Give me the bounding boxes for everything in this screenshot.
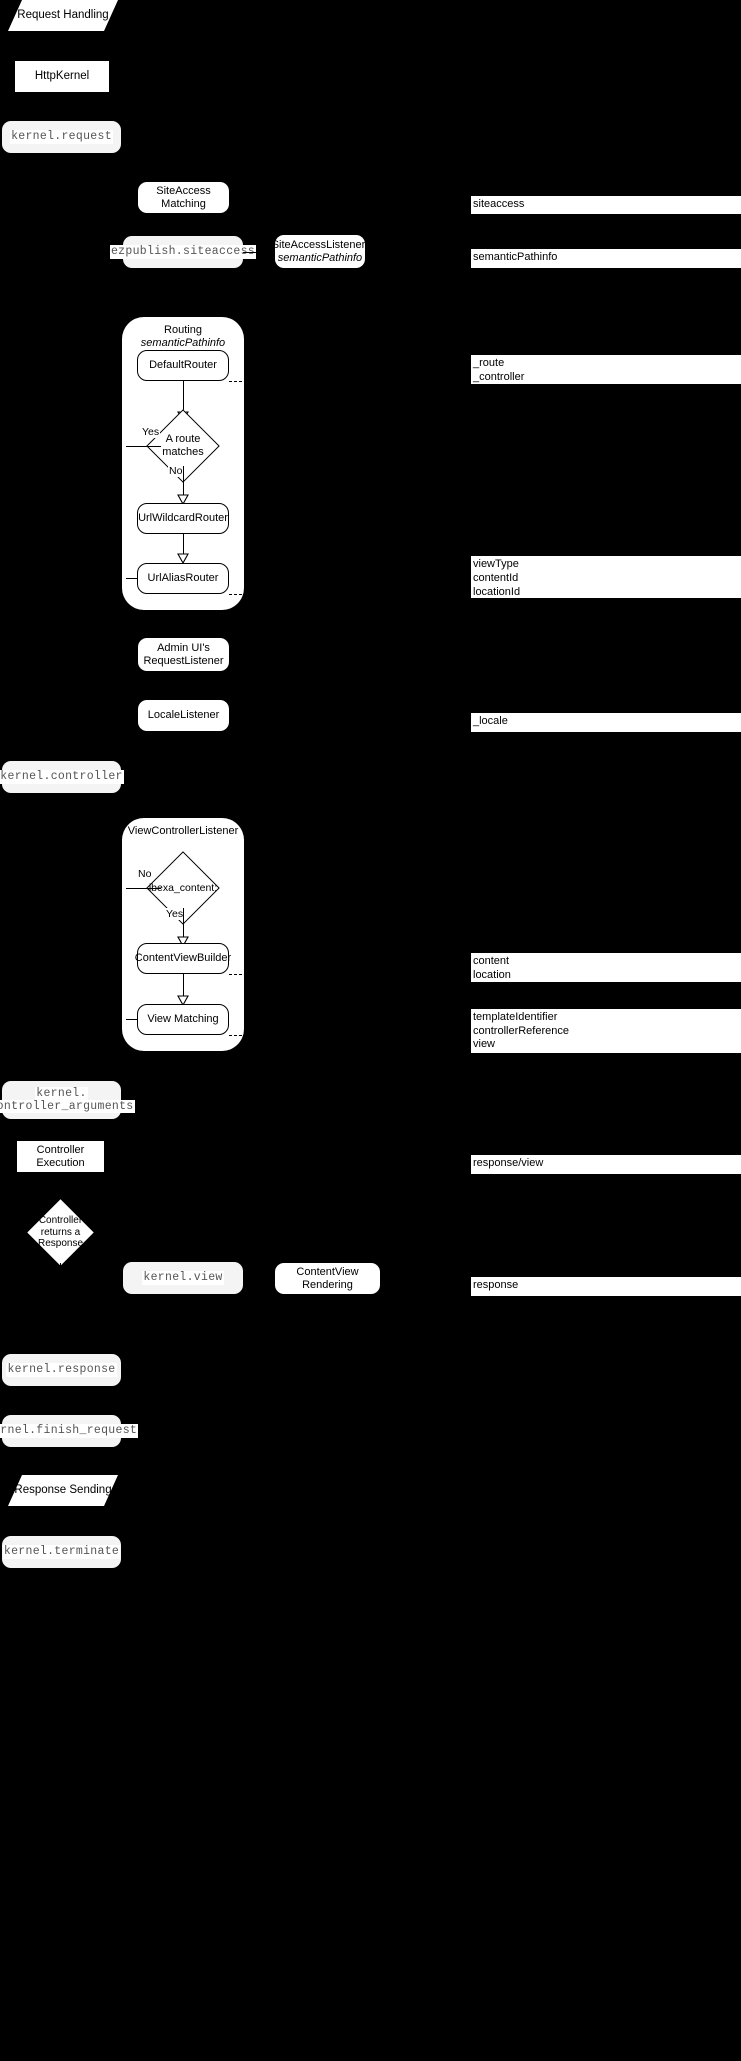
node-default-router: DefaultRouter — [137, 350, 229, 381]
attr-siteaccess: siteaccess — [471, 196, 741, 214]
event-kernel-response: kernel.response — [2, 1354, 121, 1386]
edge-responsesending-to-terminate — [60, 1506, 62, 1536]
edge-kernelview-to-rendering — [243, 1278, 275, 1280]
event-ezpublish-siteaccess: ezpublish.siteaccess — [109, 236, 257, 268]
banner-response-sending-label: Response Sending — [14, 1483, 112, 1496]
attr-semanticpathinfo: semanticPathinfo — [471, 249, 741, 268]
banner-response-sending — [8, 1475, 118, 1506]
edge-defaultrouter-to-decision — [182, 381, 184, 413]
attr-response-view: response/view — [471, 1155, 741, 1174]
node-contentview-rendering: ContentView Rendering — [275, 1263, 380, 1294]
banner-request-handling-label: Request Handling — [17, 8, 109, 21]
edge-enter-routing — [60, 365, 138, 367]
edge-contentviewbuilder-to-viewmatching — [182, 974, 184, 1000]
group-view-controller-listener-title: ViewControllerListener — [127, 825, 239, 837]
arrow-to-contentviewbuilder — [177, 936, 189, 947]
edge-locale-to-kernelcontroller — [60, 715, 62, 761]
node-controller-execution: Controller Execution — [17, 1141, 104, 1172]
node-content-view-builder: ContentViewBuilder — [135, 943, 231, 974]
edge-kernelresponse-to-finish — [60, 1386, 62, 1415]
edge-banner-to-httpkernel — [60, 31, 62, 61]
decision-a-route-matches-label: A route matches — [162, 433, 204, 458]
edge-label-route-yes: Yes — [141, 426, 161, 438]
edge-label-route-no: No — [168, 465, 184, 477]
attr-response: response — [471, 1277, 741, 1296]
edge-view-no-out — [126, 888, 161, 890]
attr-viewtype-contentid-locationid: viewType contentId locationId — [471, 556, 741, 598]
edge-spine-to-kernelresponse — [60, 1278, 62, 1354]
node-siteaccess-matching: SiteAccess Matching — [138, 182, 229, 213]
attr-view: view — [471, 1036, 741, 1053]
dash-viewmatching-to-attr — [229, 1035, 471, 1036]
edge-to-siteaccess-matching — [60, 197, 138, 199]
node-locale-listener: LocaleListener — [138, 700, 229, 731]
node-siteaccess-listener: SiteAccessListener: semanticPathinfo — [272, 235, 368, 268]
attr-route-controller: _route _controller — [471, 355, 741, 384]
attr-template-controller-reference: templateIdentifier controllerReference — [471, 1009, 741, 1038]
dash-urlalias-to-attr — [229, 594, 471, 595]
edge-to-adminui-listener — [60, 654, 138, 656]
node-httpkernel: HttpKernel — [15, 61, 109, 92]
edge-spine-to-routing — [60, 252, 62, 365]
edge-finish-to-responsesending — [60, 1447, 62, 1475]
edge-route-no-down — [182, 466, 184, 500]
arrow-to-urlwildcardrouter — [177, 494, 189, 505]
decision-controller-returns-response-label: Controller returns a Response — [37, 1215, 84, 1250]
edge-decision-to-kernelview — [60, 1278, 123, 1280]
edge-adminui-spine-down — [60, 654, 62, 715]
event-kernel-view: kernel.view — [123, 1262, 243, 1294]
dash-controllerexec-to-attr — [104, 1157, 471, 1158]
edge-label-view-no: No — [137, 868, 153, 880]
arrow-to-viewmatching — [177, 995, 189, 1006]
banner-request-handling — [8, 0, 118, 31]
node-admin-ui-request-listener: Admin UI's RequestListener — [138, 638, 229, 671]
event-kernel-controller-arguments: kernel. controller_arguments — [0, 1081, 135, 1119]
edge-httpkernel-to-kernelrequest — [60, 92, 62, 121]
node-urlwildcard-router: UrlWildcardRouter — [137, 503, 229, 534]
event-kernel-terminate: kernel.terminate — [2, 1536, 121, 1568]
decision-ibexa-content-label: ibexa_content: — [148, 881, 218, 894]
edge-viewmatching-left-stub — [126, 1019, 138, 1021]
event-kernel-controller: kernel.controller — [0, 761, 124, 793]
edge-urlwildcard-to-urlalias — [182, 534, 184, 558]
edge-route-yes-out — [126, 446, 161, 448]
edge-kernelcontroller-down — [60, 793, 62, 888]
dash-siteaccess-to-attr — [229, 197, 471, 198]
dash-rendering-to-attr — [380, 1278, 471, 1279]
edge-view-yes-down — [182, 908, 184, 940]
edge-decision-down — [60, 1263, 62, 1278]
edge-label-view-yes: Yes — [165, 908, 185, 920]
edge-spine-to-ezpublish — [60, 197, 62, 252]
dash-listener-to-attr — [365, 252, 471, 253]
attr-content-location: content location — [471, 953, 741, 982]
edge-viewcontroller-spine-down — [60, 888, 62, 1081]
event-kernel-finish-request: kernel.finish_request — [0, 1415, 139, 1447]
edge-args-to-controllerexec — [60, 1119, 62, 1141]
edge-kernelrequest-down — [60, 153, 62, 197]
dash-contentviewbuilder-to-attr — [229, 974, 471, 975]
edge-siteaccess-matching-down — [183, 213, 185, 238]
edge-urlalias-left-stub — [126, 578, 138, 580]
edge-to-locale-listener — [60, 715, 138, 717]
dash-locale-to-attr — [229, 715, 471, 716]
node-urlalias-router: UrlAliasRouter — [137, 563, 229, 594]
attr-locale: _locale — [471, 713, 741, 732]
edge-to-ezpublish-event — [60, 252, 123, 254]
edge-enter-viewcontrollerlistener — [60, 888, 138, 890]
node-view-matching: View Matching — [137, 1004, 229, 1035]
event-kernel-request: kernel.request — [2, 121, 121, 153]
edge-controllerexec-to-decision — [60, 1172, 62, 1196]
edge-routing-spine-down — [60, 365, 62, 654]
dash-defaultrouter-to-attr — [229, 381, 471, 382]
edge-ezpublish-to-listener — [243, 252, 275, 254]
arrow-to-urlaliasrouter — [177, 553, 189, 564]
